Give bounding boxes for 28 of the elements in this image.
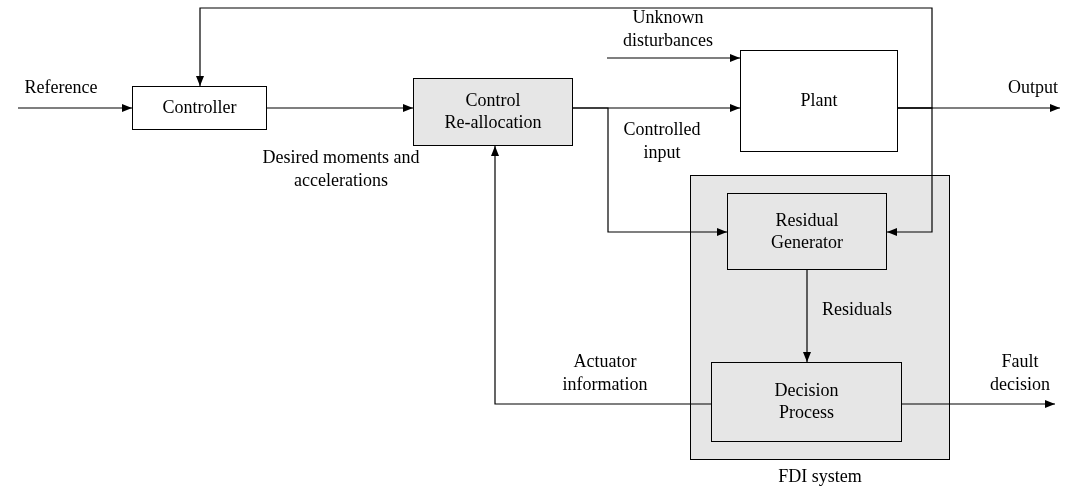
edge-label: Output	[1007, 76, 1059, 99]
controller-box	[132, 86, 267, 130]
process-box	[727, 193, 887, 270]
panel-heading: FDI system	[778, 466, 862, 488]
process-box	[413, 78, 573, 146]
arrow	[572, 107, 728, 236]
edge-label: Unknown disturbances	[622, 6, 714, 51]
arrow	[196, 7, 933, 109]
arrow	[491, 145, 712, 405]
arrow	[17, 104, 133, 112]
arrow	[606, 54, 741, 62]
node-label: Decision Process	[773, 380, 840, 424]
arrow	[886, 107, 933, 236]
edge-label: Desired moments and accelerations	[261, 146, 421, 191]
plant-box	[740, 50, 898, 152]
arrow	[266, 104, 414, 112]
node-label: Plant	[800, 90, 838, 112]
node-label: Control Re-allocation	[443, 90, 543, 134]
edge-label: Reference	[23, 76, 99, 99]
edge-label: Residuals	[821, 298, 893, 321]
node-label: Residual Generator	[770, 209, 844, 254]
arrow	[901, 400, 1056, 408]
arrow	[803, 269, 811, 363]
node-label: Controller	[162, 97, 237, 119]
process-box	[711, 362, 902, 442]
edge-label: Controlled input	[622, 118, 702, 163]
edge-label: Actuator information	[561, 350, 649, 395]
edge-label: Fault decision	[989, 350, 1051, 395]
